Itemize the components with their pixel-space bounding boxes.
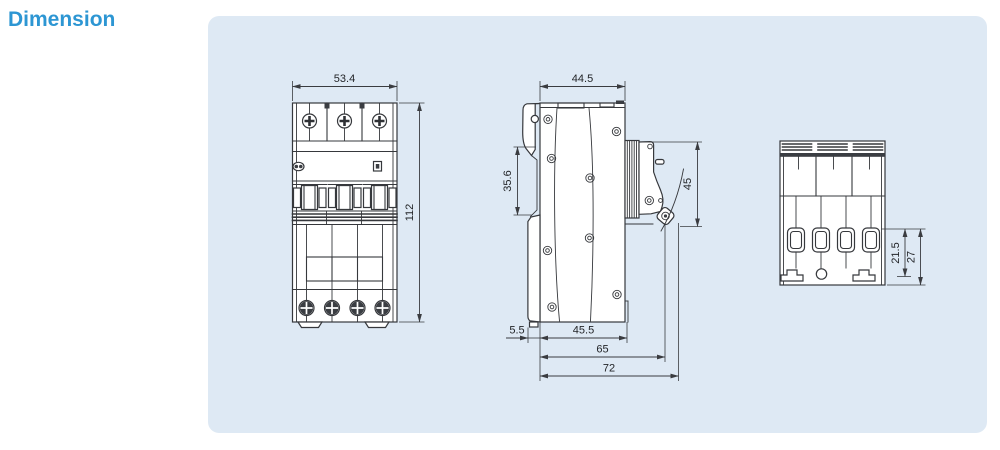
dim-label-body-depth: 45.5 — [573, 325, 594, 337]
bottom-screw-icon — [298, 299, 315, 317]
dim-side-top-width: 44.5 — [539, 73, 626, 101]
indicator-window-icon — [292, 161, 305, 172]
dim-front-width: 53.4 — [292, 73, 398, 101]
dim-back-depths: 21.5 27 — [881, 228, 926, 286]
handle-mechanism — [624, 140, 685, 323]
din-clip-feet — [780, 268, 876, 282]
terminal-openings — [786, 227, 881, 253]
dim-handle-section: 45 — [641, 141, 702, 227]
dim-label-din-slot: 35.6 — [502, 170, 514, 191]
dim-label-overall-base: 27 — [906, 251, 918, 263]
vent-stripes — [780, 143, 885, 157]
rivet-icons — [542, 114, 622, 312]
bottom-screw-icon — [323, 299, 341, 317]
bottom-screw-icon — [349, 299, 366, 317]
front-view: 53.4 112 — [291, 73, 425, 329]
test-button-icon — [372, 160, 383, 172]
dim-label-front-width: 53.4 — [334, 73, 355, 85]
dim-label-handle-section: 45 — [682, 178, 694, 190]
terminal-screw-icon — [336, 102, 353, 142]
bottom-screw-icon — [374, 299, 391, 317]
page-title: Dimension — [8, 8, 116, 31]
side-view: 44.5 35.6 45 5.5 45.5 — [502, 73, 702, 381]
dim-label-terminal-depth: 21.5 — [890, 242, 902, 263]
dim-label-front-height: 112 — [404, 204, 416, 222]
terminal-screw-icon — [301, 102, 318, 142]
dim-front-height: 112 — [399, 102, 425, 323]
label-stripes — [291, 210, 398, 225]
vent-fins — [624, 139, 640, 219]
back-view: 21.5 27 — [779, 140, 926, 286]
dim-din-slot: 35.6 — [502, 146, 536, 216]
dim-label-overall-depth: 72 — [603, 363, 615, 375]
dim-label-depth-to-handle: 65 — [596, 344, 608, 356]
terminal-screw-icon — [371, 102, 388, 142]
dim-side-bottom: 5.5 45.5 65 72 — [506, 223, 679, 381]
dim-label-clip-depth: 5.5 — [509, 325, 524, 337]
dim-label-side-top-width: 44.5 — [572, 73, 593, 85]
toggle-handles — [292, 183, 398, 211]
